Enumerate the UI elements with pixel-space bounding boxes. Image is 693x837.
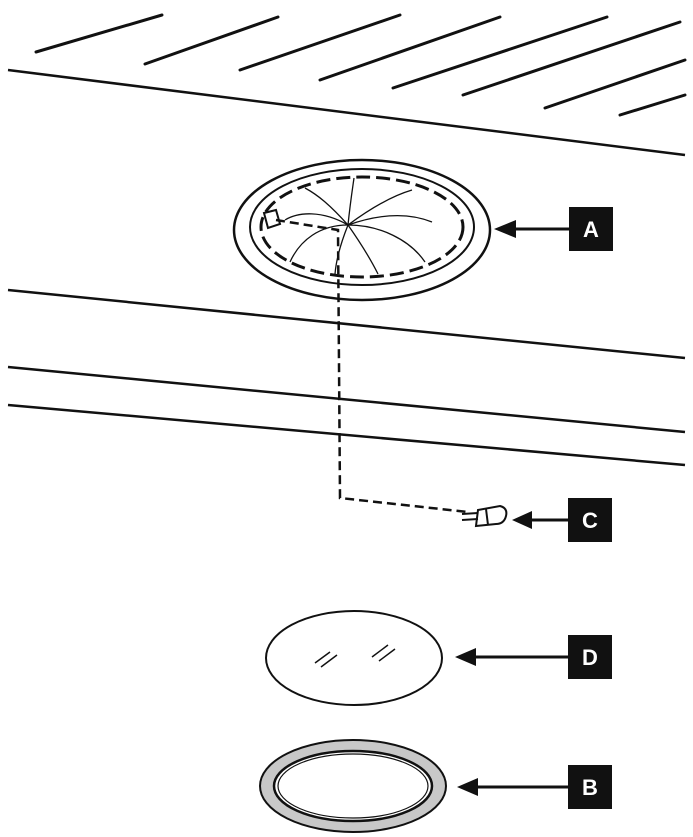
callout-arrows: [455, 220, 569, 796]
light-housing: [232, 158, 492, 302]
bulb-path-dashed-line: [275, 218, 469, 514]
housing-dome-ribs: [284, 177, 433, 275]
housing-inner-rim: [249, 168, 475, 286]
callout-arrow-a: [494, 220, 569, 238]
svg-text:C: C: [582, 508, 598, 533]
cabinet-panel-edges: [7, 68, 686, 467]
glass-lens: [265, 610, 443, 706]
svg-text:B: B: [582, 775, 598, 800]
gasket-ring: [259, 739, 447, 833]
svg-text:A: A: [583, 217, 599, 242]
housing-clip-ring: [259, 175, 465, 279]
callout-label-c: C: [568, 498, 612, 542]
callout-label-a: A: [569, 207, 613, 251]
top-surface-hatching: [34, 13, 687, 117]
callout-arrow-d: [455, 648, 568, 666]
callout-label-d: D: [568, 635, 612, 679]
callout-arrow-b: [457, 778, 568, 796]
bulb: [461, 504, 508, 528]
housing-outer-rim: [232, 158, 492, 302]
housing-bulb-socket: [262, 208, 282, 230]
callout-arrow-c: [512, 511, 568, 529]
callout-label-b: B: [568, 765, 612, 809]
svg-text:D: D: [582, 645, 598, 670]
